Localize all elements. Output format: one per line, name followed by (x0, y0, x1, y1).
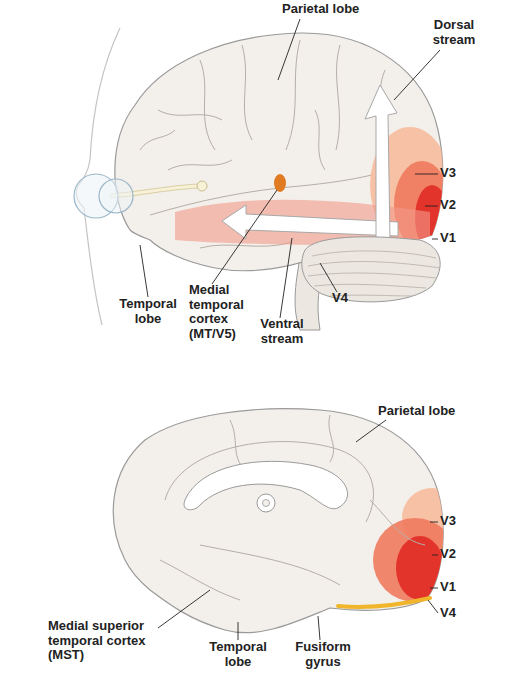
thalamus-ring (257, 494, 275, 512)
leader-line (356, 420, 386, 442)
cingulate-line (165, 442, 374, 522)
area-label: Dorsal stream (425, 18, 483, 47)
sulcus-line (329, 415, 334, 462)
leader-line (318, 616, 320, 640)
cerebellum (302, 237, 440, 302)
leader-line (415, 174, 438, 175)
leader-line (432, 239, 438, 240)
leader-line (428, 600, 438, 613)
area-label: V3 (440, 166, 470, 181)
sulcus-line (160, 560, 240, 600)
thalamus-core (263, 500, 270, 507)
sulcus-line (286, 40, 300, 150)
area-label: V1 (440, 231, 470, 246)
area-label: Ventral stream (252, 317, 312, 346)
optic-bulb (197, 181, 207, 191)
sulcus-line (158, 110, 222, 120)
sulcus-line (370, 500, 425, 545)
leader-line (394, 50, 440, 100)
leader-line (425, 206, 438, 207)
area-label: V2 (440, 547, 470, 562)
area-label: V4 (440, 606, 470, 621)
v1-area (396, 536, 444, 600)
leader-line (320, 263, 337, 292)
sulcus-line (200, 545, 340, 585)
leader-line (158, 590, 210, 628)
cerebellum-folia (308, 251, 440, 296)
ventral-arrow (222, 205, 398, 239)
sulcus-line (168, 160, 232, 170)
leader-lines (140, 19, 440, 640)
leader-line (430, 522, 438, 523)
folia-line (314, 284, 426, 288)
dorsal-arrow (365, 85, 397, 240)
area-label: Medial temporal cortex (MT/V5) (189, 283, 251, 341)
sulcus-line (230, 420, 245, 470)
sulcus-line (140, 130, 175, 150)
v4-strip (338, 598, 430, 607)
eye-lens (99, 179, 133, 213)
sulcus-line (315, 110, 325, 170)
leader-line (140, 245, 148, 297)
visual-areas (175, 127, 450, 251)
area-label: V2 (440, 198, 470, 213)
area-label: Fusiform gyrus (292, 640, 354, 669)
area-label: Temporal lobe (115, 297, 181, 326)
medial-lines (160, 415, 425, 600)
leader-line (278, 19, 300, 80)
area-label: Medial superior temporal cortex (MST) (48, 619, 160, 663)
area-label: Parietal lobe (282, 2, 382, 17)
sulcus-line (200, 60, 215, 150)
mt-area (274, 174, 286, 192)
leader-line (238, 622, 239, 640)
leader-line (280, 238, 292, 318)
area-label: Temporal lobe (205, 640, 271, 669)
corpus-callosum (184, 461, 348, 509)
area-label: V4 (332, 291, 362, 306)
sulcus-line (242, 45, 252, 140)
leader-line (212, 190, 277, 284)
leader-line (430, 588, 438, 589)
area-label: V1 (440, 580, 470, 595)
area-label: Parietal lobe (378, 404, 478, 419)
brain-medial (113, 409, 443, 633)
folia-line (312, 251, 436, 258)
leader-line (432, 555, 438, 556)
sulcus-line (336, 45, 340, 150)
folia-line (308, 262, 440, 268)
area-label: V3 (440, 514, 470, 529)
